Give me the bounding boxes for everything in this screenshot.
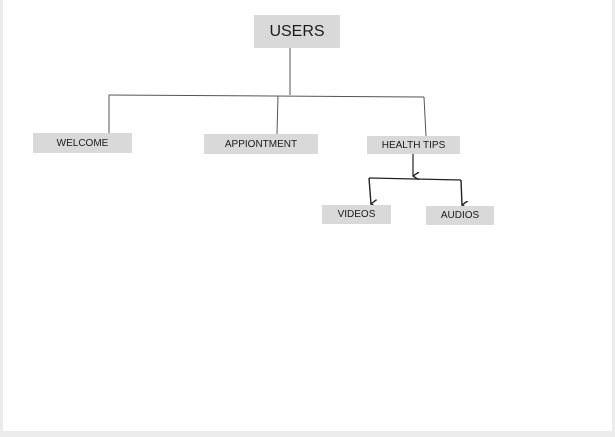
edge-health-videos [368,177,371,204]
node-welcome: WELCOME [33,133,132,153]
edge-users-appointment [276,95,279,135]
node-videos-label: VIDEOS [337,209,376,220]
node-audios: AUDIOS [426,206,494,225]
node-users: USERS [254,15,340,48]
connector-lines [108,48,612,431]
edge-health-audios [460,179,462,205]
edge-users-bus [108,94,425,98]
node-appointment: APPIONTMENT [204,134,318,154]
edge-health-bus [368,177,462,181]
node-users-label: USERS [269,22,325,40]
node-welcome-label: WELCOME [56,137,109,149]
node-videos: VIDEOS [322,205,391,224]
diagram-canvas: USERS WELCOME APPIONTMENT HEALTH TIPS VI… [3,0,612,431]
node-health-tips-label: HEALTH TIPS [381,139,446,151]
node-health-tips: HEALTH TIPS [367,136,460,154]
node-audios-label: AUDIOS [440,210,480,221]
edge-users-health [423,96,427,137]
node-appointment-label: APPIONTMENT [224,138,298,150]
